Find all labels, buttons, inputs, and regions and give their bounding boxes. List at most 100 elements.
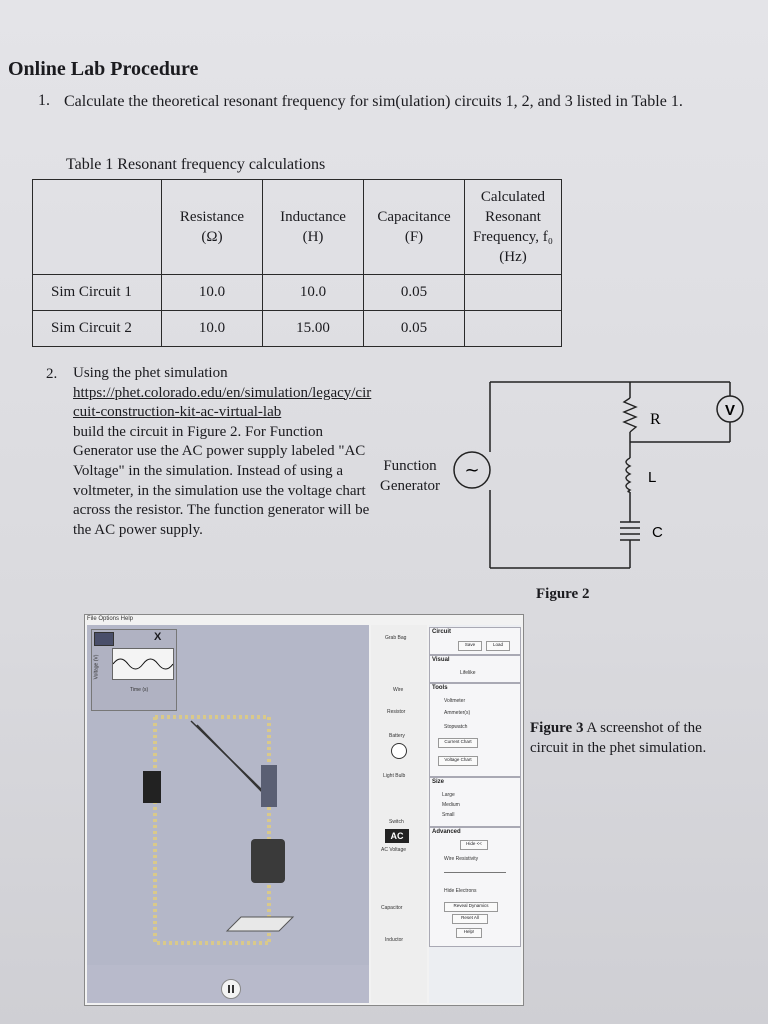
table-cell: Sim Circuit 1	[32, 274, 162, 311]
chart-wave	[112, 658, 174, 670]
table-cell	[464, 274, 562, 311]
light-bulb-icon	[391, 743, 407, 759]
figure3-caption-label: Figure 3	[530, 720, 584, 736]
step1-text: Calculate the theoretical resonant frequ…	[64, 93, 683, 110]
table-header-cell: Calculated Resonant Frequency, f₀ (Hz)	[464, 179, 562, 275]
sim-playback-bar	[87, 965, 369, 1003]
table-cell: 10.0	[161, 274, 263, 311]
size-medium[interactable]: Medium	[442, 802, 460, 808]
wire-resistivity-slider[interactable]	[444, 872, 506, 873]
voltage-chart-button[interactable]: Voltage Chart	[438, 756, 478, 766]
reset-all-button[interactable]: Reset All	[452, 914, 488, 924]
sim-inductor[interactable]	[251, 839, 285, 883]
capacitor-label: C	[652, 524, 663, 541]
phet-simulation-screenshot: File Options Help X Voltage (V) Time (s)	[84, 614, 524, 1006]
inductor-icon	[625, 457, 632, 493]
help-button[interactable]: Help!	[456, 928, 482, 938]
table-cell: 0.05	[363, 310, 465, 347]
sim-circuit-drawing	[143, 715, 295, 945]
ac-source-icon	[453, 451, 491, 489]
sim-ac-source[interactable]	[143, 771, 161, 803]
lifelike-option[interactable]: Lifelike	[460, 670, 476, 676]
circuit-panel-title: Circuit	[432, 629, 452, 635]
tool-ammeter[interactable]: Ammeter(s)	[444, 710, 471, 716]
size-small[interactable]: Small	[442, 812, 455, 818]
sim-toolbox: Grab Bag Wire Resistor Battery Light Bul…	[371, 625, 427, 1003]
capacitor-icon	[620, 521, 640, 541]
hide-electrons-option[interactable]: Hide Electrons	[444, 888, 477, 894]
table-row: Sim Circuit 2 10.0 15.00 0.05	[32, 310, 562, 347]
toolbox-grab-bag[interactable]: Grab Bag	[385, 635, 407, 641]
tools-panel-title: Tools	[432, 685, 448, 691]
page-title: Online Lab Procedure	[8, 58, 199, 80]
table-cell: 10.0	[262, 274, 364, 311]
hide-advanced-button[interactable]: Hide <<	[460, 840, 488, 850]
visual-panel-title: Visual	[432, 657, 450, 663]
circuit-panel: Circuit Save Load	[429, 627, 521, 655]
sim-menu-bar: File Options Help	[87, 616, 134, 622]
toolbox-switch[interactable]: Switch	[389, 819, 404, 825]
close-chart-button[interactable]: X	[154, 631, 162, 643]
toolbox-capacitor[interactable]: Capacitor	[381, 905, 403, 911]
tools-panel: Tools Voltmeter Ammeter(s) Stopwatch Cur…	[429, 683, 521, 777]
size-panel-title: Size	[432, 779, 445, 785]
toolbox-battery[interactable]: Battery	[389, 733, 405, 739]
size-large[interactable]: Large	[442, 792, 455, 798]
resistor-icon	[622, 397, 638, 433]
reveal-dynamics-button[interactable]: Reveal Dynamics	[444, 902, 498, 912]
toolbox-ac-voltage[interactable]: AC Voltage	[381, 847, 407, 853]
tool-voltmeter[interactable]: Voltmeter	[444, 698, 466, 704]
ac-source-symbol: ~	[464, 460, 479, 481]
visual-panel: Visual Lifelike	[429, 655, 521, 683]
function-generator-label: Function Generator	[380, 458, 440, 494]
table-cell	[464, 310, 562, 347]
table-header-cell: Inductance (H)	[262, 179, 364, 275]
wire-resistivity-label: Wire Resistivity	[444, 856, 479, 862]
chart-toolbar	[94, 632, 114, 646]
sim-capacitor[interactable]	[225, 916, 295, 932]
figure2-caption: Figure 2	[536, 586, 590, 602]
toolbox-wire[interactable]: Wire	[393, 687, 404, 693]
sim-control-panels: Circuit Save Load Visual Lifelike Tools …	[429, 625, 521, 1003]
table-cell: Sim Circuit 2	[32, 310, 162, 347]
table-header-cell: Capacitance (F)	[363, 179, 465, 275]
pause-icon	[228, 985, 234, 993]
figure3-caption-text: A screenshot of the circuit in the phet …	[530, 720, 707, 756]
current-chart-button[interactable]: Current Chart	[438, 738, 478, 748]
table-header-cell: Resistance (Ω)	[161, 179, 263, 275]
pause-button[interactable]	[221, 979, 241, 999]
resistor-label: R	[650, 411, 661, 428]
advanced-panel: Advanced Hide << Wire Resistivity Hide E…	[429, 827, 521, 947]
table-row: Sim Circuit 1 10.0 10.0 0.05	[32, 274, 562, 311]
tool-stopwatch[interactable]: Stopwatch	[444, 724, 468, 730]
table-header-row: Resistance (Ω) Inductance (H) Capacitanc…	[32, 179, 562, 275]
resonant-frequency-table: Resistance (Ω) Inductance (H) Capacitanc…	[32, 179, 562, 347]
toolbox-inductor[interactable]: Inductor	[385, 937, 404, 943]
toolbox-light-bulb[interactable]: Light Bulb	[383, 773, 406, 779]
voltage-chart: X Voltage (V) Time (s)	[91, 629, 177, 711]
size-panel: Size Large Medium Small	[429, 777, 521, 827]
toolbox-resistor[interactable]: Resistor	[387, 709, 406, 715]
sim-resistor[interactable]	[261, 765, 277, 807]
sim-circuit-canvas: X Voltage (V) Time (s)	[87, 625, 369, 965]
phet-simulation-link[interactable]: https://phet.colorado.edu/en/simulation/…	[73, 384, 372, 421]
figure3-caption: Figure 3 A screenshot of the circuit in …	[530, 718, 710, 758]
voltmeter-icon	[716, 395, 744, 423]
figure2-circuit-diagram: ~ R L C V	[453, 381, 744, 569]
save-button[interactable]: Save	[458, 641, 482, 651]
table-cell: 0.05	[363, 274, 465, 311]
ac-voltage-badge[interactable]: AC	[385, 829, 409, 843]
advanced-panel-title: Advanced	[432, 829, 461, 835]
table-header-cell	[32, 179, 162, 275]
table-caption: Table 1 Resonant frequency calculations	[66, 156, 326, 173]
table-cell: 10.0	[161, 310, 263, 347]
voltmeter-label: V	[725, 402, 735, 419]
load-button[interactable]: Load	[486, 641, 510, 651]
step2-text: Using the phet simulation https://phet.c…	[73, 364, 373, 540]
inductor-label: L	[648, 469, 656, 486]
step1-number: 1.	[38, 92, 50, 109]
chart-plot-area	[112, 648, 174, 680]
step2-number: 2.	[46, 366, 58, 382]
chart-time-label: Time (s)	[130, 687, 149, 693]
